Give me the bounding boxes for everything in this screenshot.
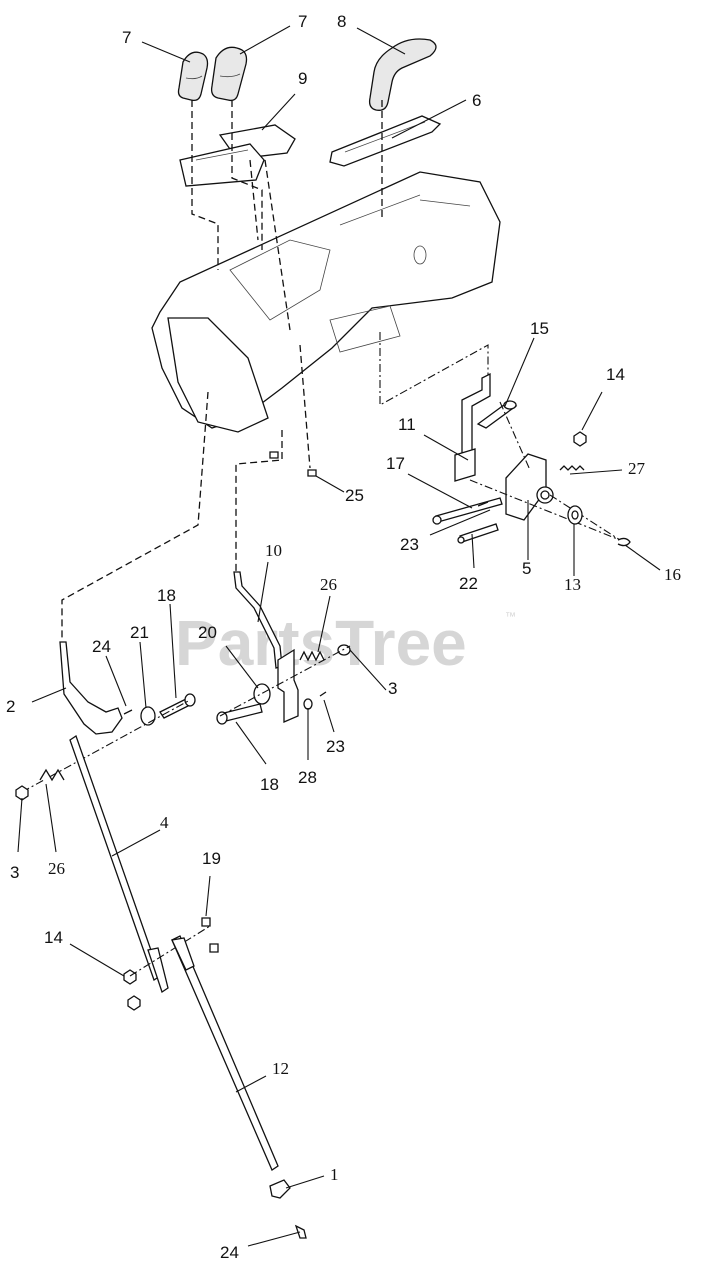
lever-bezel <box>329 115 442 167</box>
compression-spring-26-upper <box>299 650 325 662</box>
callout-19: 19 <box>202 849 221 868</box>
cotter-pin-upper <box>477 501 489 507</box>
callout-10: 10 <box>265 541 282 560</box>
cotter-pin-24-lower <box>294 1224 307 1239</box>
callout-22: 22 <box>459 574 478 593</box>
clevis-pin-short <box>457 523 499 544</box>
shift-knob-left[interactable] <box>177 51 209 102</box>
callout-26-upper: 26 <box>320 575 337 594</box>
washer-21 <box>140 706 156 726</box>
callout-17: 17 <box>386 454 405 473</box>
callout-3-upper: 3 <box>388 679 397 698</box>
shift-knob-right[interactable] <box>210 46 248 102</box>
dash-panel-housing <box>151 171 501 433</box>
callout-13: 13 <box>564 575 581 594</box>
callout-25: 25 <box>345 486 364 505</box>
shift-rod-12 <box>171 935 279 1171</box>
shoulder-bolt-18-left <box>159 693 196 719</box>
callout-3-lower: 3 <box>10 863 19 882</box>
compression-spring-26-lower <box>39 768 65 782</box>
shift-bezel <box>179 124 296 187</box>
callout-26-lower: 26 <box>48 859 65 878</box>
callout-4: 4 <box>160 813 169 832</box>
callout-15: 15 <box>530 319 549 338</box>
flat-washer-13 <box>567 505 583 525</box>
hairpin-16 <box>617 537 631 547</box>
nut-3-lower <box>15 785 29 801</box>
lever-plate <box>277 648 299 723</box>
callout-12: 12 <box>272 1059 289 1078</box>
callout-8: 8 <box>337 12 346 31</box>
callout-2: 2 <box>6 697 15 716</box>
bolt-19 <box>201 917 219 953</box>
callout-20: 20 <box>198 623 217 642</box>
callout-16: 16 <box>664 565 681 584</box>
nut-14-lower <box>123 969 141 1011</box>
watermark-trademark: ™ <box>505 611 516 623</box>
shift-arm-2 <box>59 641 123 735</box>
callout-11: 11 <box>398 415 416 434</box>
lever-grip[interactable] <box>368 38 437 111</box>
callout-leaders <box>17 25 661 1247</box>
extension-spring-27 <box>559 465 585 471</box>
clevis-pin-long <box>432 497 503 525</box>
cotter-pin-24-upper <box>123 709 133 715</box>
callout-24-upper: 24 <box>92 637 111 656</box>
pivot-tube <box>476 400 518 429</box>
callout-14-upper: 14 <box>606 365 625 384</box>
callout-23-upper: 23 <box>400 535 419 554</box>
callout-21: 21 <box>130 623 149 642</box>
callout-28: 28 <box>298 768 317 787</box>
shoulder-bolt-18-mid <box>216 703 263 725</box>
nut-14-upper <box>573 431 587 447</box>
callout-14-lower: 14 <box>44 928 63 947</box>
cotter-pin-23-mid <box>319 691 327 697</box>
callout-23-mid: 23 <box>326 737 345 756</box>
callout-27: 27 <box>628 459 646 478</box>
callout-1: 1 <box>330 1165 339 1184</box>
callout-18-mid: 18 <box>260 775 279 794</box>
callout-labels: 7 7 8 9 6 15 14 11 17 27 25 23 22 5 13 1… <box>6 12 681 1262</box>
shift-rod-4 <box>69 734 169 994</box>
callout-6: 6 <box>472 91 481 110</box>
washer-20 <box>253 683 271 705</box>
callout-7a: 7 <box>122 28 131 47</box>
pivot-bracket <box>505 453 554 521</box>
callout-9: 9 <box>298 69 307 88</box>
callout-7b: 7 <box>298 12 307 31</box>
callout-5: 5 <box>522 559 531 578</box>
rod-end-1 <box>269 1179 291 1199</box>
watermark-text: PartsTree <box>175 607 467 679</box>
callout-18-left: 18 <box>157 586 176 605</box>
bushing-28 <box>303 698 313 710</box>
callout-24-lower: 24 <box>220 1243 239 1262</box>
